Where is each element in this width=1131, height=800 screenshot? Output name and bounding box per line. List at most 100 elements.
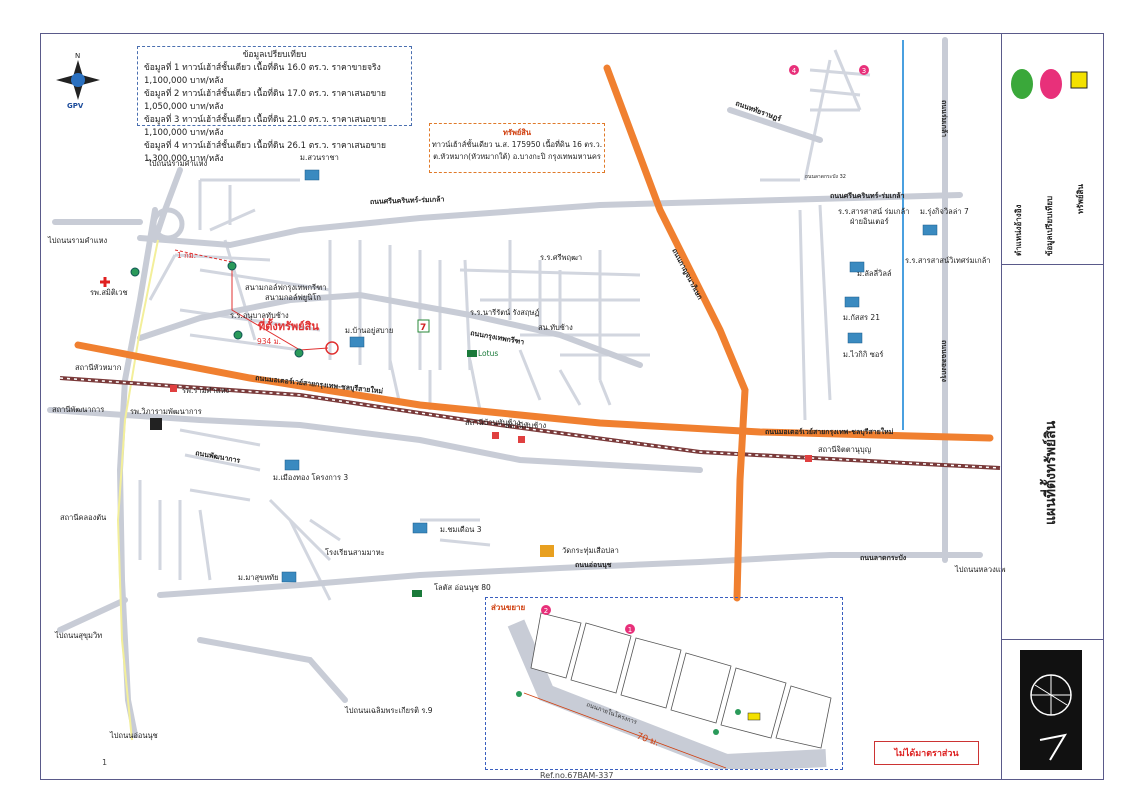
label-school-tesaban: ร.ร.อนุบาลทับช้าง [230,311,289,320]
svg-text:7: 7 [420,323,426,333]
compare-row-3: ข้อมูลที่ 3 ทาวน์เฮ้าส์ชั้นเดียว เนื้อที… [144,115,387,138]
landmark-dots [130,261,304,358]
label-m-chomduean: ม.ชมเดือน 3 [440,525,482,534]
route-line [231,262,329,351]
kanchanaphisek-line [603,64,749,602]
label-dist-1km: 1 กม. [177,251,196,260]
reference-number: Ref.no.67BAM-337 [540,771,614,780]
railway [59,376,1001,470]
label-to-ramkhamhaeng-top: ไปถนนรามคำแหง [147,159,208,168]
label-location-asset: ที่ตั้งทรัพย์สิน [258,318,319,333]
label-nareerat: ร.ร.นารีรัตน์ รังสฤษฏ์ [470,308,539,317]
label-onnut: ถนนอ่อนนุช [575,561,612,569]
label-sthan-lat-krabang2: สถานีจิตตานุบุญ [818,445,871,454]
svg-text:N: N [75,52,80,60]
label-m-lalin: ม.ลัลลี่วิลล์ [857,268,892,278]
label-rr-sarasas-romklao: ร.ร.สารสาสน์ ร่มเกล้า [838,207,909,216]
label-to-ramkhamhaeng-left: ไปถนนรามคำแหง [47,236,108,245]
lotus-icon [467,350,477,357]
label-to-chalermprakiat: ไปถนนเฉลิมพระเกียรติ ร.9 [344,706,433,715]
label-motorway2: ถนนมอเตอร์เวย์สายกรุงเทพ-ชลบุรีสายใหม่ [765,427,894,436]
label-sthan-hua-mak: สถานีหัวหมาก [75,363,121,372]
legend-asset: ทรัพย์สิน [1076,184,1085,214]
compare-row-1: ข้อมูลที่ 1 ทาวน์เฮ้าส์ชั้นเดียว เนื้อที… [144,63,381,86]
label-post: สน.ทับช้าง [538,323,573,332]
svg-text:1: 1 [628,626,632,634]
logo-cell [1002,640,1103,779]
label-golf: สนามกอล์ฟกรุงเทพกรีฑา [245,283,327,292]
legend-yellow-icon [1070,71,1088,89]
legend-title-cell: แผนที่ตั้งทรัพย์สิน [1002,265,1103,640]
asset-line-1: ทาวน์เฮ้าส์ชั้นเดียว น.ส. 175950 เนื้อที… [431,140,603,149]
seven-eleven-icon [417,319,430,333]
label-sripruetha: ร.ร.ศรีพฤฒา [540,253,582,262]
label-m-muang-thong: ม.เมืองทอง โครงการ 3 [273,473,348,482]
svg-text:3: 3 [862,67,866,75]
svg-text:2: 2 [544,607,548,615]
label-lotus1: Lotus [478,349,498,358]
label-suanrachar: ม.สวนราชา [300,153,339,162]
inset-map: ส่วนขยาย ถนนภายในโครงการ 70 ม. 1 2 [485,597,843,770]
label-romklao: ถนนร่มเกล้า [940,100,949,137]
label-lotus2: โลตัส อ่อนนุช 80 [434,583,491,592]
label-sthan-phatthanakan: สถานีพัฒนาการ [52,405,104,414]
compass-icon: N GPV [56,52,100,110]
label-baan-yu-sabai: ม.บ้านอยู่สบาย [345,326,393,335]
compare-title: ข้อมูลเปรียบเทียบ [242,50,307,60]
hospital2-icon [150,418,162,430]
compare-marker-4[interactable]: 4 [789,65,799,75]
landmark-icons [281,169,938,583]
label-m-kitsara: ม.กัสสร 21 [843,313,880,322]
label-rpt-ramkhamhaeng: รพ.รามคำแหง [182,386,230,395]
not-to-scale-label: ไม่ได้มาตราส่วน [874,741,979,765]
svg-text:4: 4 [792,67,797,75]
label-sthan-thap-chang2: สถานีทับช้าง [505,421,546,430]
inset-title: ส่วนขยาย [491,603,525,612]
label-latkrabang-rd: ถนนลาดกระบัง [860,554,907,562]
asset-line-2: ต.หัวหมาก(หัวหมากใต้) อ.บางกะปิ กรุงเทพม… [433,152,601,161]
label-faimei: ฝ่ายอินเตอร์ [850,217,889,226]
minor-roads [138,49,871,601]
label-rpt-phatthanakan: รพ.วิภารามพัฒนาการ [130,407,202,416]
legend-landmark: ตำแหน่งอ้างอิง [1014,204,1023,256]
motorway-line [74,341,994,442]
inset-asset-highlight[interactable] [747,712,761,721]
legend-green-icon [1011,69,1033,99]
legend-compare: ข้อมูลเปรียบเทียบ [1045,195,1054,256]
label-school-onnut: โรงเรียนสามมาหะ [325,548,385,557]
label-thanon-lat-krabang: ถนนลาดกระบัง 32 [805,174,846,180]
compare-marker-3[interactable]: 3 [859,65,869,75]
label-samitivej: รพ.สมิติเวช [90,288,128,297]
asset-info-box: ทรัพย์สิน ทาวน์เฮ้าส์ชั้นเดียว น.ส. 1759… [429,123,605,173]
compare-row-2: ข้อมูลที่ 2 ทาวน์เฮ้าส์ชั้นเดียว เนื้อที… [144,89,387,112]
compare-row-4: ข้อมูลที่ 4 ทาวน์เฮ้าส์ชั้นเดียว เนื้อที… [144,141,387,164]
legend-symbols: ตำแหน่งอ้างอิง ข้อมูลเปรียบเทียบ ทรัพย์ส… [1002,34,1103,265]
page-number: 1 [102,758,108,767]
label-srinakarin-romklao2: ถนนศรีนครินทร์-ร่มเกล้า [830,191,905,200]
label-wat: วัดกระทุ่มเสือปลา [562,546,619,555]
label-sthan-thap-chang: สถานีบ้านทับช้าง [465,418,521,427]
legend-pink-icon [1040,69,1062,99]
label-to-sukhumvit: ไปถนนสุขุมวิท [54,631,102,640]
label-to-onnut: ไปถนนอ่อนนุช [109,731,158,740]
interchange [151,207,185,241]
label-dist-934m: 934 ม. [257,337,281,346]
map-frame [40,33,1002,780]
map-title: แผนที่ตั้งทรัพย์สิน [1043,420,1059,525]
label-m-rungkit: ม.รุ่งกิจวิลล่า 7 [920,207,969,216]
label-golf2: สนามกอล์ฟยูนิโก [265,293,321,302]
label-sthan-khlong-tan: สถานีคลองตัน [60,513,106,522]
yellow-road [116,239,159,741]
svg-text:GPV: GPV [67,102,84,110]
temple-icon [540,545,554,557]
label-m-wiki: ม.ไวกิกิ ซอร์ [843,350,883,359]
legend-panel: ตำแหน่งอ้างอิง ข้อมูลเปรียบเทียบ ทรัพย์ส… [1002,33,1104,780]
lotus2-icon [412,590,422,597]
compare-info-box: ข้อมูลเปรียบเทียบ ข้อมูลที่ 1 ทาวน์เฮ้าส… [137,46,412,164]
label-srinakarin-romklao: ถนนศรีนครินทร์-ร่มเกล้า [370,194,445,206]
asset-title: ทรัพย์สิน [502,128,531,137]
label-rr-sarasas2: ร.ร.สารสาสน์วิเทศร่มเกล้า [905,256,991,265]
label-chalongkrung: ถนนฉลองกรุง [940,340,948,382]
label-m-masukthai: ม.มาสุขหทัย [238,573,278,582]
